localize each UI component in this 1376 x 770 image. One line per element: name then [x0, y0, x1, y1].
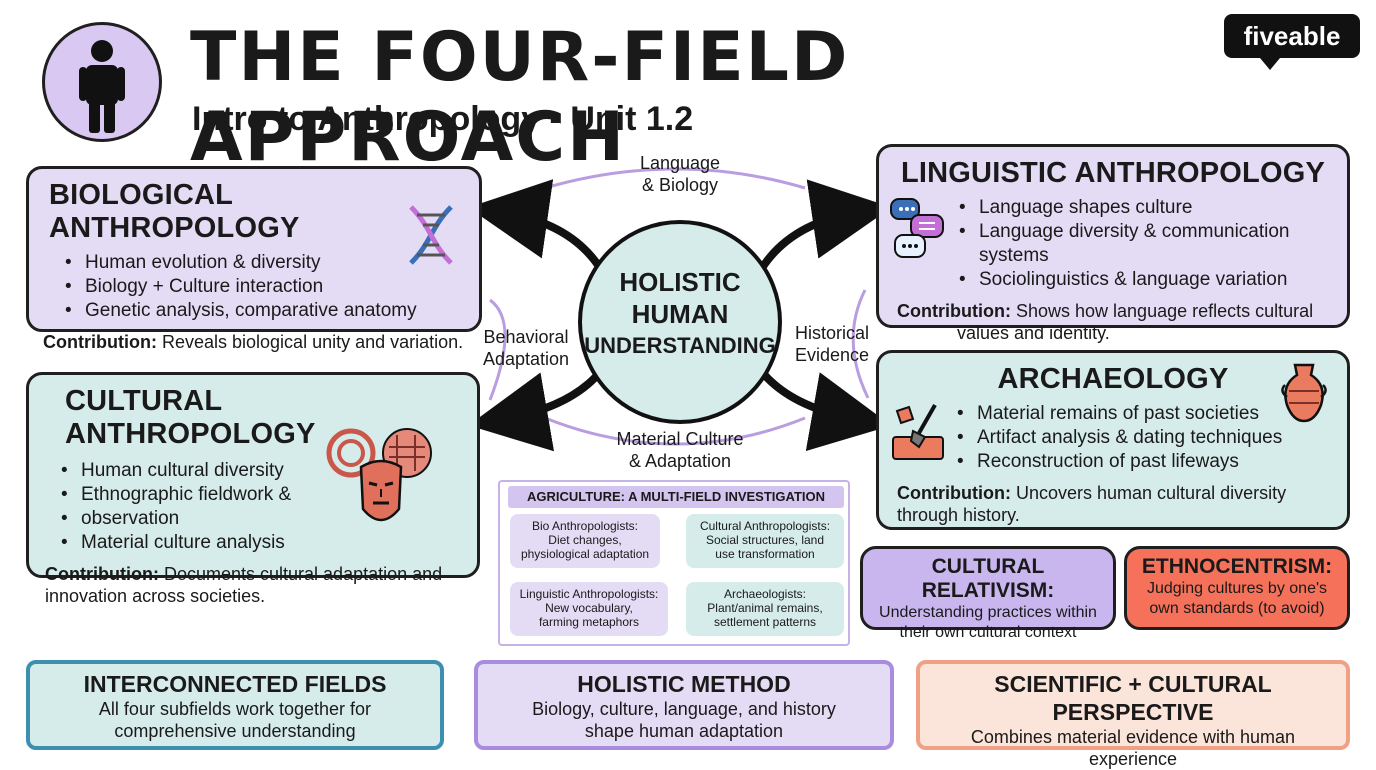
bullet-list: Human evolution & diversity Biology + Cu… — [49, 251, 479, 323]
cultural-relativism-card: CULTURAL RELATIVISM: Understanding pract… — [860, 546, 1116, 641]
interconnected-fields-card: INTERCONNECTED FIELDS All four subfields… — [26, 660, 444, 750]
card-title: CULTURAL ANTHROPOLOGY — [65, 385, 316, 450]
bio-anthropologists-cell: Bio Anthropologists:Diet changes,physiol… — [510, 514, 660, 568]
contribution-text: Contribution: Documents cultural adaptat… — [45, 564, 443, 606]
fiveable-logo: fiveable — [1224, 14, 1360, 70]
ethnocentrism-card: ETHNOCENTRISM: Judging cultures by one's… — [1124, 546, 1350, 630]
connector-label-top: Language& Biology — [639, 153, 721, 195]
holistic-center-circle: HOLISTIC HUMAN UNDERSTANDING — [578, 220, 782, 424]
arrow-to-archaeology — [758, 369, 892, 452]
agriculture-title: AGRICULTURE: A MULTI-FIELD INVESTIGATION — [508, 486, 844, 508]
contribution-text: Contribution: Shows how language reflect… — [897, 301, 1314, 343]
cultural-anthropology-card: CULTURAL ANTHROPOLOGY Human cultural div… — [26, 372, 480, 606]
linguistic-anthropologists-cell: Linguistic Anthropologists:New vocabular… — [510, 582, 668, 636]
biological-anthropology-card: BIOLOGICAL ANTHROPOLOGY Human evolution … — [26, 166, 482, 352]
page-subtitle: Intro to Anthropology - Unit 1.2 — [192, 100, 694, 138]
vase-icon — [1281, 363, 1327, 423]
card-title: BIOLOGICAL ANTHROPOLOGY — [49, 179, 300, 244]
avatar — [42, 22, 162, 142]
card-title: LINGUISTIC ANTHROPOLOGY — [900, 157, 1326, 189]
arrow-to-biological — [468, 179, 604, 271]
arc-top — [544, 167, 806, 190]
arrow-to-linguistic — [758, 179, 892, 271]
agriculture-panel: AGRICULTURE: A MULTI-FIELD INVESTIGATION… — [498, 480, 850, 646]
card-title: ARCHAEOLOGY — [997, 363, 1229, 395]
connector-label-bottom: Material Culture& Adaptation — [616, 429, 744, 471]
bullet-list: Human cultural diversity Ethnographic fi… — [45, 459, 477, 555]
scientific-cultural-card: SCIENTIFIC + CULTURAL PERSPECTIVE Combin… — [916, 660, 1350, 769]
page-title: THE FOUR-FIELD APPROACH — [190, 18, 850, 177]
bullet-list: Material remains of past societies Artif… — [897, 402, 1347, 474]
dna-icon — [409, 205, 453, 265]
person-icon — [79, 40, 125, 133]
speech-bubbles-icon — [890, 198, 944, 258]
linguistic-anthropology-card: LINGUISTIC ANTHROPOLOGY Language shapes … — [876, 144, 1350, 343]
arc-bottom — [544, 416, 806, 446]
holistic-method-card: HOLISTIC METHOD Biology, culture, langua… — [474, 660, 894, 750]
shovel-dig-icon — [892, 404, 944, 460]
archaeology-card: ARCHAEOLOGY Material remains of past soc… — [876, 350, 1350, 530]
contribution-text: Contribution: Uncovers human cultural di… — [897, 483, 1287, 525]
mask-icon — [326, 428, 432, 522]
bullet-list: Language shapes culture Language diversi… — [893, 196, 1347, 292]
arrow-to-cultural — [468, 369, 604, 452]
archaeologists-cell: Archaeologists:Plant/animal remains,sett… — [686, 582, 844, 636]
cultural-anthropologists-cell: Cultural Anthropologists:Social structur… — [686, 514, 844, 568]
contribution-text: Contribution: Reveals biological unity a… — [43, 332, 464, 352]
